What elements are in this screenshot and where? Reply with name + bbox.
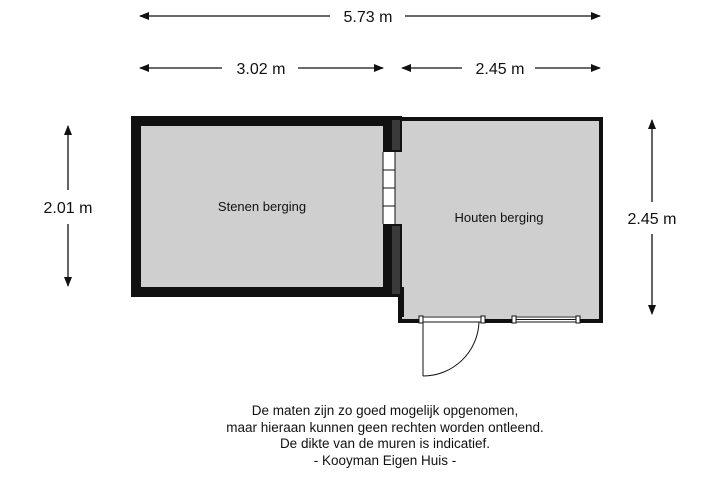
- disclaimer-line-4: - Kooyman Eigen Huis -: [313, 452, 457, 468]
- houten-width-label: 2.45 m: [476, 61, 525, 78]
- room-houten-berging: [398, 117, 603, 323]
- stenen-depth-dimension: 2.01 m: [44, 125, 93, 287]
- disclaimer-line-1: De maten zijn zo goed mogelijk opgenomen…: [251, 403, 519, 418]
- stenen-depth-label: 2.01 m: [44, 200, 93, 217]
- stenen-width-label: 3.02 m: [237, 61, 286, 78]
- bottom-window: [511, 315, 581, 324]
- room-label-houten: Houten berging: [455, 210, 544, 225]
- room-label-stenen: Stenen berging: [218, 199, 306, 214]
- houten-depth-dimension: 2.45 m: [628, 119, 677, 315]
- bottom-door-opening: [418, 315, 486, 324]
- total-width-dimension: 5.73 m: [139, 9, 601, 26]
- disclaimer-line-2: maar hieraan kunnen geen rechten worden …: [226, 419, 544, 435]
- houten-width-dimension: 2.45 m: [401, 61, 601, 78]
- disclaimer: De maten zijn zo goed mogelijk opgenomen…: [0, 403, 720, 469]
- total-width-label: 5.73 m: [344, 9, 393, 26]
- room-stenen-berging: [131, 116, 392, 297]
- houten-depth-label: 2.45 m: [628, 211, 677, 228]
- door-swing: [422, 321, 480, 377]
- stenen-width-dimension: 3.02 m: [139, 61, 384, 78]
- disclaimer-line-3: De dikte van de muren is indicatief.: [279, 436, 491, 451]
- interior-opening: [382, 152, 396, 224]
